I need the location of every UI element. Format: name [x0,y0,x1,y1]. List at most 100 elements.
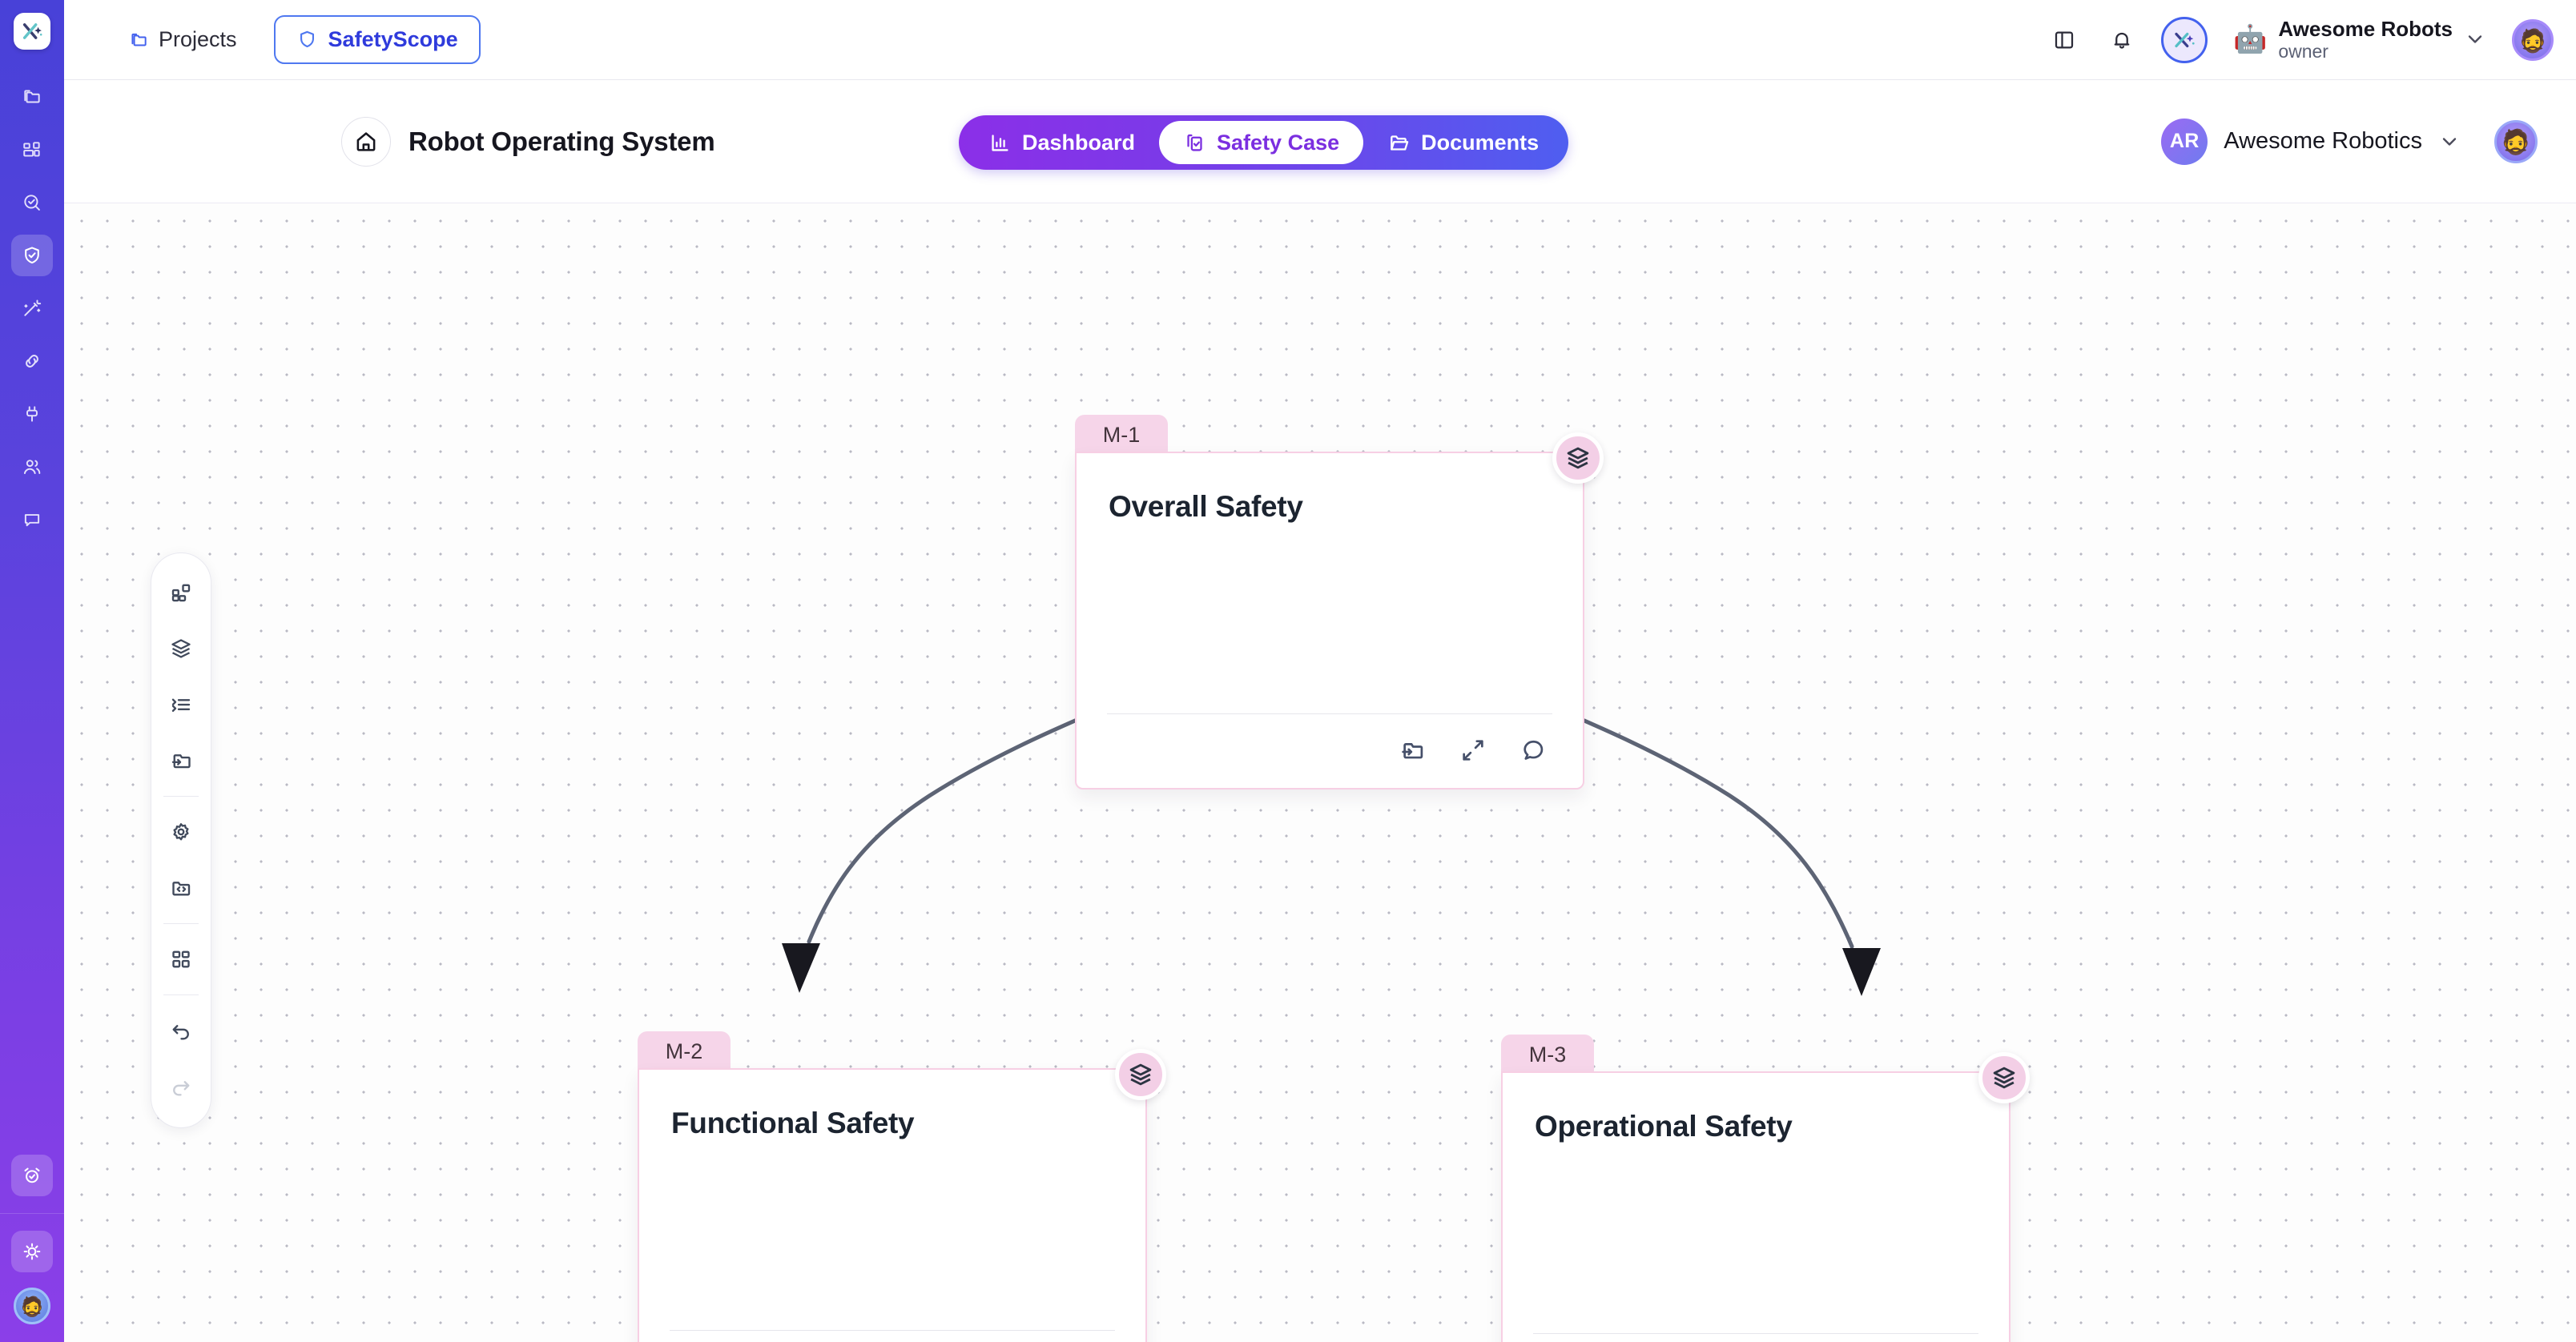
ai-assistant-button[interactable] [2160,16,2208,63]
layers-icon [1567,447,1589,469]
node-title: Operational Safety [1535,1110,1793,1143]
sub-header: Robot Operating System Dashboard Safety … [64,80,2576,203]
node-layers-badge[interactable] [1978,1052,2030,1103]
toolbar-add-module[interactable] [159,570,203,615]
toolbar-undo[interactable] [159,1008,203,1053]
home-button[interactable] [341,116,391,167]
tab-documents-label: Documents [1421,130,1540,155]
folder-import-icon [171,754,191,769]
toolbar-divider [163,994,199,995]
sub-header-actions: AR Awesome Robotics 🧔 [2161,118,2538,165]
sidebar-item-messages[interactable] [11,499,53,540]
tab-safety-case[interactable]: Safety Case [1159,121,1364,164]
bell-icon [2114,32,2130,49]
link-icon [26,355,38,368]
org-name-label: Awesome Robotics [2224,128,2422,154]
sidebar-item-search[interactable] [11,182,53,223]
node-body-spacer [639,1140,1145,1330]
edge-arrow-m3 [1842,948,1881,996]
toolbar-redo[interactable] [159,1064,203,1109]
toolbar-divider [163,923,199,924]
sidebar-item-dashboard[interactable] [11,129,53,171]
shield-icon [300,30,314,48]
theme-toggle[interactable] [11,1231,53,1272]
sidebar-item-safety[interactable] [11,235,53,276]
tab-documents[interactable]: Documents [1363,121,1563,164]
node-divider [1533,1333,1978,1334]
node-title: Functional Safety [671,1107,915,1139]
top-bar: Projects SafetyScope [64,0,2576,80]
toolbar-layout[interactable] [159,937,203,982]
side-panel-icon [2055,31,2074,48]
panel-toggle-button[interactable] [2046,22,2083,58]
sidebar-item-integrations[interactable] [11,393,53,435]
project-chip-label: SafetyScope [328,27,458,51]
toolbar-source[interactable] [159,866,203,910]
node-actions [639,1331,1145,1342]
notifications-button[interactable] [2103,22,2140,58]
chevron-down-icon [2468,35,2482,44]
alarm-check-icon [24,1167,40,1183]
robot-emoji-icon: 🤖 [2232,24,2268,55]
node-id-tab: M-1 [1075,415,1168,457]
node-body-spacer [1503,1143,2009,1333]
toolbar-layers[interactable] [159,626,203,671]
bar-chart-icon [992,134,1008,151]
app-logo[interactable] [14,13,50,50]
search-check-icon [24,195,40,211]
node-card[interactable]: Overall Safety [1075,432,1604,790]
user-avatar[interactable]: 🧔 [2512,18,2554,61]
node-action-comment[interactable] [1520,737,1548,764]
sidebar-item-projects[interactable] [11,76,53,118]
rail-avatar-face: 🧔 [20,1296,44,1318]
sparkle-x-icon [2175,32,2195,47]
home-icon [356,131,376,151]
sidebar-item-links[interactable] [11,340,53,382]
node-layers-badge[interactable] [1115,1049,1166,1100]
folder-open-icon [1391,135,1409,151]
sidebar-item-team[interactable] [11,446,53,488]
undo-icon [172,1025,189,1040]
redo-icon [173,1081,190,1096]
toolbar-import[interactable] [159,738,203,783]
graph-canvas[interactable]: M-1 Overall Safety [64,203,2576,1342]
org-initials-badge: AR [2161,118,2208,165]
node-divider [670,1330,1115,1331]
chevron-down-icon[interactable] [2438,131,2461,153]
sidebar-item-reminders[interactable] [11,1155,53,1196]
breadcrumb-label: Projects [159,27,237,51]
rail-nav-group [11,70,53,546]
chat-bubble-icon [24,514,40,527]
tab-dashboard[interactable]: Dashboard [964,121,1159,164]
node-card[interactable]: Functional Safety [638,1049,1166,1342]
toolbar-outline[interactable] [159,682,203,727]
grid-icon [172,950,190,968]
nav-tabs: Dashboard Safety Case Documents [959,115,1569,170]
canvas-toolbar [151,552,211,1128]
org-switcher[interactable]: 🤖 Awesome Robots owner [2233,17,2486,63]
node-actions [1077,714,1583,788]
project-chip[interactable]: SafetyScope [273,15,481,64]
node-layers-badge[interactable] [1552,432,1604,484]
org-name: Awesome Robots [2278,16,2453,41]
sparkle-x-logo-icon [22,23,42,39]
layers-icon [171,639,191,658]
node-id-tab: M-3 [1501,1035,1594,1077]
shield-check-icon [25,247,39,264]
sidebar-item-assistant[interactable] [11,287,53,329]
toolbar-divider [163,796,199,797]
toolbar-settings[interactable] [159,810,203,854]
node-card[interactable]: Operational Safety [1501,1052,2030,1342]
user-avatar[interactable]: 🧔 [2494,119,2538,163]
layers-icon [1129,1063,1152,1086]
top-bar-actions: 🤖 Awesome Robots owner 🧔 [2046,16,2554,63]
node-id-tab: M-2 [638,1031,731,1074]
node-action-import[interactable] [1399,737,1426,764]
list-tree-icon [171,698,191,712]
folder-icon [24,90,40,103]
node-action-expand[interactable] [1459,737,1487,764]
rail-avatar[interactable]: 🧔 [14,1288,50,1324]
users-icon [23,460,41,474]
folder-code-icon [172,882,191,896]
breadcrumb[interactable]: Projects [128,27,237,52]
